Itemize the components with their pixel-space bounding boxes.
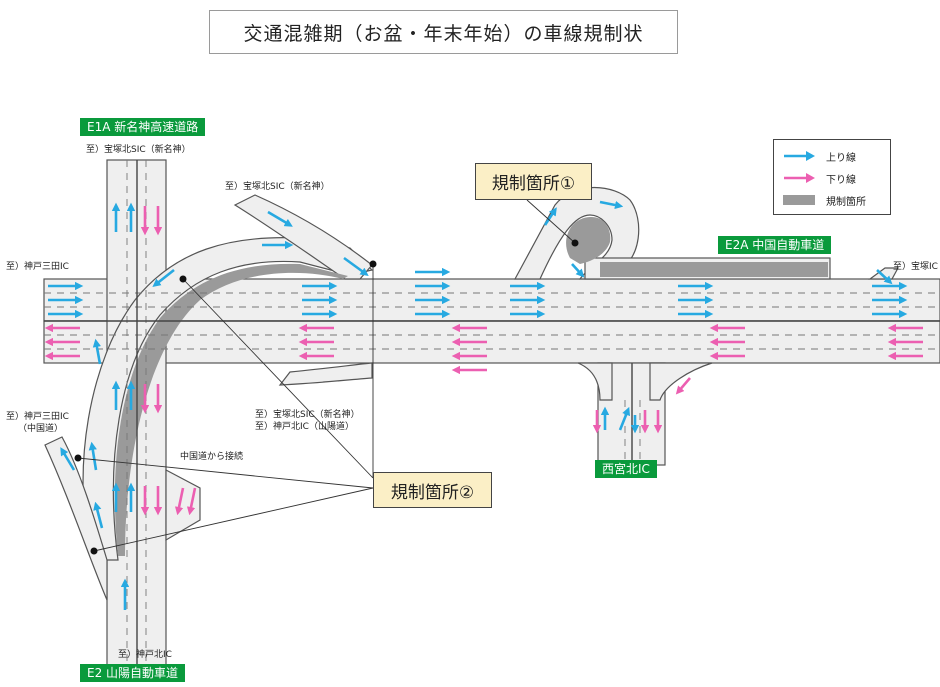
dest-kobe-kita: 至）神戸北IC — [118, 650, 172, 660]
dest-kobe-sanda-left: 至）神戸三田IC — [6, 262, 69, 272]
down-group-2 — [298, 323, 334, 361]
nishinomiya-kita-label: 西宮北IC — [595, 460, 657, 478]
up-group-4 — [510, 281, 546, 319]
lane-lines — [44, 160, 940, 665]
up-group-6 — [872, 281, 908, 319]
chugoku-connect-label: 中国道から接続 — [180, 452, 244, 462]
legend: 上り線 下り線 規制箇所 — [773, 139, 891, 215]
down-group-5 — [887, 323, 923, 361]
restricted-zones — [114, 216, 828, 556]
down-arrow-icon — [784, 173, 815, 183]
up-group-5 — [678, 281, 714, 319]
legend-down: 下り線 — [782, 170, 856, 186]
leader-lines — [77, 199, 576, 552]
down-group-1 — [44, 323, 80, 361]
down-vertical-top — [140, 206, 163, 236]
chugoku-ramp — [165, 469, 201, 542]
loop-ramp — [82, 237, 374, 561]
down-group-4 — [709, 323, 745, 361]
up-arrow-icon — [784, 151, 815, 161]
up-vertical-mid — [111, 380, 136, 410]
main-road-lower — [43, 320, 940, 364]
dest-takarazuka-sic-mid: 至）宝塚北SIC（新名神） — [225, 182, 330, 192]
legend-restricted: 規制箇所 — [782, 192, 866, 208]
up-vertical-low — [111, 482, 136, 512]
restricted-swatch-icon — [783, 195, 815, 205]
up-group-2 — [302, 281, 338, 319]
callout-site-2: 規制箇所② — [373, 472, 492, 508]
e2-label: E2 山陽自動車道 — [80, 664, 186, 682]
nishinomiya-flare-left — [577, 362, 613, 401]
up-group-3 — [415, 267, 451, 319]
dest-takarazuka-sic-bottom-1: 至）宝塚北SIC（新名神） — [255, 410, 360, 420]
e2a-label: E2A 中国自動車道 — [718, 236, 832, 254]
dest-kobe-sanda-lower-1: 至）神戸三田IC — [6, 412, 69, 422]
site-points — [74, 239, 579, 555]
up-vertical-top — [111, 202, 136, 232]
restricted-e2a — [600, 262, 828, 277]
legend-up: 上り線 — [782, 148, 856, 164]
e1a-label: E1A 新名神高速道路 — [80, 118, 206, 136]
legend-down-label: 下り線 — [826, 174, 856, 186]
restricted-loop-1 — [566, 216, 611, 264]
kobe-sanda-ramp — [44, 436, 108, 601]
sic-ramp-bottom — [278, 362, 373, 386]
down-arrows — [44, 206, 923, 516]
dest-kobe-sanda-lower-2: （中国道） — [18, 424, 64, 434]
legend-restricted-label: 規制箇所 — [826, 196, 866, 208]
down-vertical-low — [140, 486, 163, 516]
down-group-3 — [451, 323, 487, 375]
dest-takarazuka-sic-bottom-2: 至）神戸北IC（山陽道） — [255, 422, 354, 432]
callout-site-1: 規制箇所① — [475, 163, 592, 200]
up-arrows — [48, 200, 908, 610]
nishinomiya-flare-right — [649, 362, 713, 401]
down-vertical-mid — [140, 384, 163, 414]
road-surfaces — [43, 159, 940, 666]
legend-up-label: 上り線 — [826, 152, 856, 164]
up-group-1 — [48, 281, 84, 319]
center-lines — [44, 160, 940, 665]
dest-takarazuka-ic: 至）宝塚IC — [893, 262, 938, 272]
page-title: 交通混雑期（お盆・年末年始）の車線規制状 — [209, 10, 678, 54]
dest-takarazuka-sic-top: 至）宝塚北SIC（新名神） — [86, 145, 191, 155]
